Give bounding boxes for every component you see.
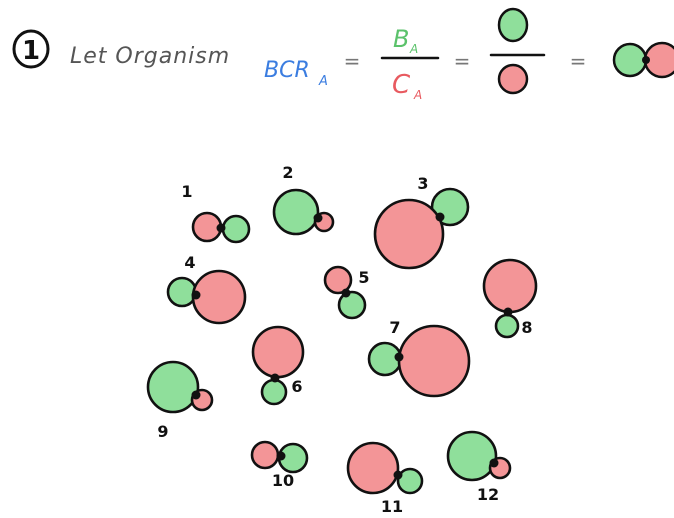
organism-label: 12: [477, 485, 499, 504]
green-lobe: [260, 378, 288, 406]
organism-label: 6: [291, 377, 302, 396]
green-lobe: [446, 430, 498, 482]
junction-dot: [435, 212, 445, 222]
junction-dot: [270, 373, 280, 383]
prefix-text: Let Organism: [70, 44, 230, 69]
numerator-text: B: [393, 25, 409, 53]
junction-dot: [191, 390, 201, 400]
junction-dot: [191, 290, 201, 300]
organism-label: 4: [184, 253, 195, 272]
denominator-subscript: A: [413, 88, 422, 102]
red-lobe: [482, 258, 538, 314]
equation-header: 1 Let Organism BCR A = B A C A = =: [12, 7, 674, 102]
junction-dot: [503, 307, 513, 317]
green-lobe: [146, 360, 200, 414]
organism-12: 12: [446, 430, 512, 504]
red-lobe: [373, 198, 445, 270]
organism-label: 1: [181, 182, 192, 201]
organism-7: 7: [367, 318, 471, 398]
junction-dot: [216, 223, 226, 233]
green-lobe: [272, 188, 320, 236]
red-lobe: [323, 265, 353, 295]
junction-dot: [341, 288, 351, 298]
equals-sign-3: =: [570, 49, 587, 73]
red-lobe: [191, 269, 247, 325]
organism-label: 9: [157, 422, 168, 441]
organism-label: 8: [521, 318, 532, 337]
organism-3: 3: [373, 174, 470, 270]
junction-dot: [489, 458, 499, 468]
organism-6: 6: [251, 325, 305, 406]
organism-label: 5: [358, 268, 369, 287]
red-lobe: [251, 325, 305, 379]
step-number: 1: [22, 36, 40, 66]
bcr-subscript: A: [318, 74, 328, 89]
organism-9: 9: [146, 360, 214, 441]
organism-label: 10: [272, 471, 294, 490]
red-lobe: [397, 324, 471, 398]
junction-dot: [313, 213, 323, 223]
organism-label: 11: [381, 497, 403, 516]
green-lobe: [166, 276, 198, 308]
organism-11: 11: [346, 441, 424, 516]
organism-5: 5: [323, 265, 370, 320]
organism-4: 4: [166, 253, 247, 325]
green-lobe: [337, 290, 367, 320]
junction-dot: [276, 451, 286, 461]
organism-10: 10: [250, 440, 309, 490]
combined-organism-icon: [612, 41, 674, 79]
equals-sign-1: =: [344, 49, 361, 73]
shape-fraction: [489, 7, 546, 95]
organism-label: 2: [282, 163, 293, 182]
organism-label: 7: [389, 318, 400, 337]
equals-sign-2: =: [454, 49, 471, 73]
organism-2: 2: [272, 163, 335, 236]
step-number-marker: 1: [12, 29, 50, 69]
organism-1: 1: [181, 182, 251, 244]
bcr-text: BCR: [264, 58, 310, 83]
organism-8: 8: [482, 258, 538, 339]
organism-label: 3: [417, 174, 428, 193]
junction-dot: [393, 470, 403, 480]
bcr-symbol: BCR A: [264, 58, 328, 89]
green-lobe: [494, 313, 520, 339]
red-lobe: [346, 441, 400, 495]
junction-dot: [394, 352, 404, 362]
numerator-subscript: A: [409, 42, 418, 56]
red-circle-icon: [497, 63, 529, 95]
green-circle-icon: [497, 7, 529, 43]
green-lobe: [396, 467, 424, 495]
fraction: B A C A: [380, 25, 440, 102]
red-lobe: [250, 440, 280, 470]
denominator-text: C: [392, 70, 411, 100]
green-lobe: [221, 214, 251, 244]
